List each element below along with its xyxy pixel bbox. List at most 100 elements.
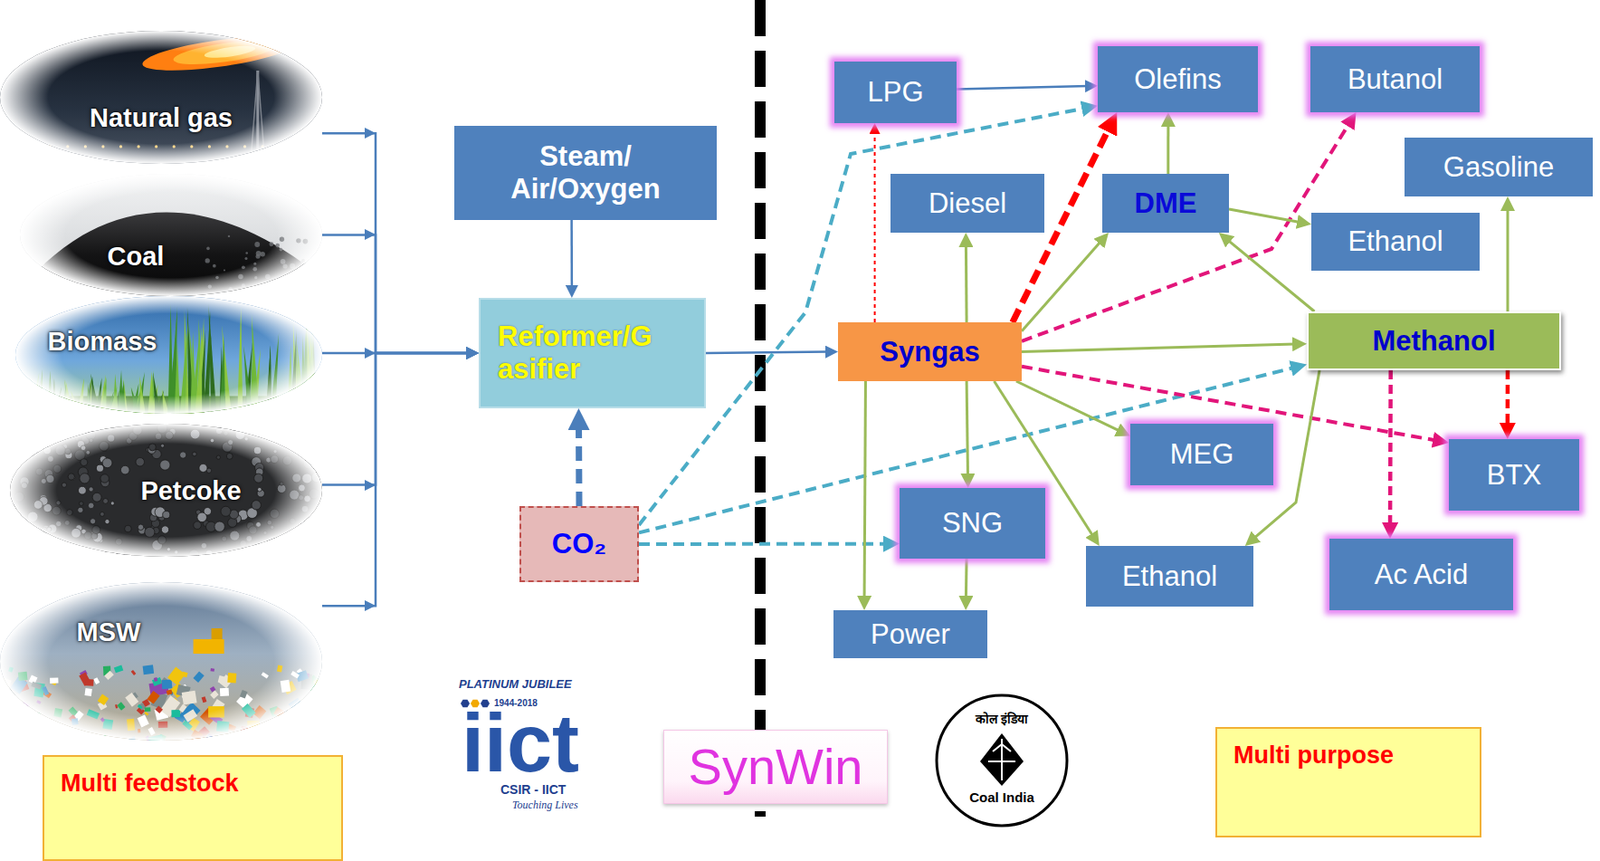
graphic-part [35, 721, 43, 729]
graphic-part [298, 719, 309, 732]
product-box: DME [1102, 173, 1229, 233]
flow-arrow [322, 352, 469, 606]
feedstock-image: Coal [19, 173, 323, 296]
graphic-part [0, 581, 323, 741]
hub-box: Syngas [838, 322, 1022, 381]
flow-arrow [956, 85, 1088, 90]
graphic-part [255, 548, 265, 557]
graphic-part [313, 512, 321, 520]
graphic-part [228, 738, 239, 741]
feedstock-image: Natural gas [0, 30, 323, 164]
graphic-part [19, 173, 323, 296]
node-label: Olefins [1133, 63, 1221, 96]
graphic-part [291, 423, 296, 429]
graphic-part [274, 736, 283, 741]
graphic-part [276, 551, 281, 556]
graphic-part [304, 423, 311, 430]
flow-arrow [964, 244, 969, 323]
graphic-part [72, 731, 81, 741]
feedstock-label: Biomass [47, 326, 158, 357]
graphic-part [19, 721, 35, 738]
node-label: Reformer/G asifier [497, 320, 696, 385]
feedstock-label: Coal [107, 241, 165, 272]
flow-arrow [575, 425, 582, 506]
graphic-part [26, 716, 37, 727]
flow-arrow [1505, 370, 1511, 427]
graphic-part [19, 173, 323, 296]
flow-arrow [1021, 343, 1296, 352]
graphic-part [270, 723, 278, 731]
graphic-part [317, 709, 323, 720]
graphic-part [222, 738, 229, 741]
flow-arrow [1228, 239, 1315, 312]
product-box: Olefins [1097, 46, 1258, 113]
graphic-part [30, 144, 34, 148]
graphic-part [100, 551, 109, 557]
graphic-part [45, 437, 53, 445]
graphic-part [310, 717, 319, 725]
graphic-part [42, 719, 55, 732]
graphic-part [309, 515, 320, 526]
graphic-part [9, 542, 16, 553]
flow-arrow [1016, 380, 1121, 431]
flow-arrow [1505, 208, 1509, 312]
logo-tagline: Touching Lives [512, 798, 579, 811]
graphic-part [15, 295, 323, 414]
graphic-part [279, 281, 285, 286]
node-label: Ac Acid [1374, 558, 1468, 591]
graphic-part [308, 433, 315, 440]
node-label: Ethanol [1347, 225, 1443, 258]
logo-text: Coal India [969, 789, 1035, 806]
graphic-part [308, 538, 316, 546]
graphic-part [18, 732, 29, 741]
graphic-part [260, 543, 267, 550]
node-label: CO₂ [552, 527, 607, 561]
graphic-part [0, 30, 323, 164]
flow-arrow [570, 219, 573, 288]
node-label: Multi purpose [1233, 741, 1394, 770]
product-box: LPG [834, 61, 957, 124]
product-box: Ethanol [1311, 212, 1480, 271]
graphic-part [66, 427, 76, 436]
input-box: CO₂ [519, 505, 639, 582]
graphic-part [55, 542, 64, 552]
product-box: SNG [899, 487, 1046, 559]
flow-arrow [864, 380, 866, 599]
feedstock-photo [19, 173, 323, 296]
flow-arrow [322, 133, 469, 353]
graphic-part [288, 533, 297, 542]
flow-arrow [964, 558, 969, 599]
graphic-part [9, 466, 14, 475]
graphic-part [22, 733, 31, 741]
graphic-part [304, 448, 312, 457]
bracket-arrowheads [364, 127, 376, 611]
graphic-part [305, 714, 317, 727]
graphic-part [9, 425, 20, 436]
node-label: LPG [866, 76, 924, 109]
node-label: SynWin [688, 737, 864, 796]
graphic-part [15, 375, 23, 414]
feedstock-image: Petcoke [9, 423, 323, 557]
logo-emblem [980, 733, 1024, 786]
graphic-part [295, 424, 305, 434]
feedstock-label: Petcoke [140, 476, 241, 506]
flow-arrow [322, 352, 469, 486]
coal-india-logo [936, 695, 1067, 826]
feedstock-photo [0, 581, 323, 741]
graphic-part [297, 551, 308, 557]
graphic-part [276, 424, 281, 429]
graphic-part [0, 30, 323, 164]
logo-text: CSIR - IICT [500, 781, 566, 798]
graphic-part [285, 716, 297, 728]
graphic-part [21, 716, 30, 726]
graphic-part [9, 736, 16, 741]
graphic-part [34, 546, 40, 553]
graphic-part [9, 423, 323, 557]
logo-emblem-line [992, 743, 1011, 752]
graphic-part [278, 144, 282, 148]
graphic-part [39, 430, 45, 436]
graphic-part [53, 549, 61, 557]
flow-arrow [638, 542, 887, 546]
graphic-part [316, 681, 323, 687]
